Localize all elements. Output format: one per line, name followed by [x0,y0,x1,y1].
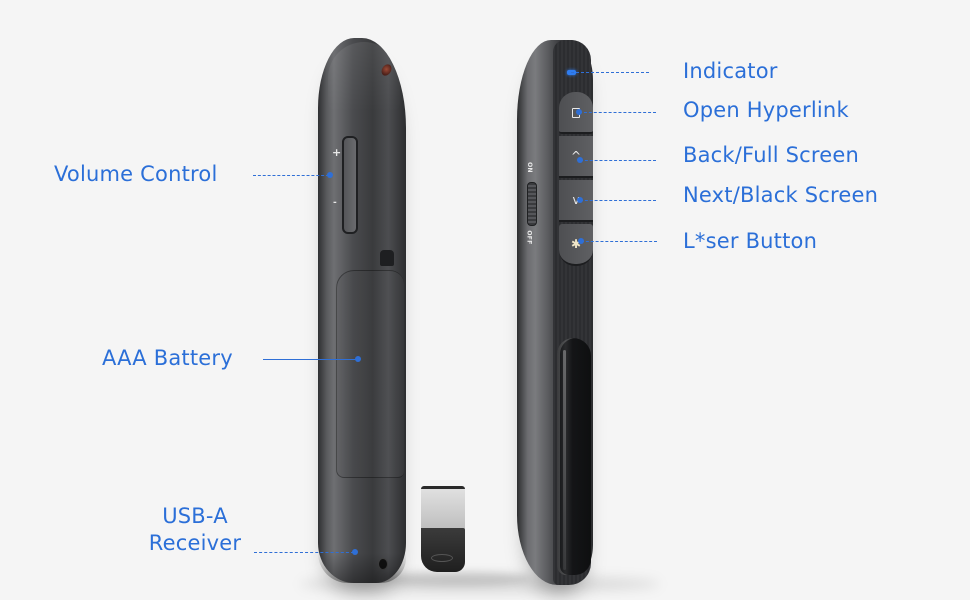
hyperlink-leader-line [579,112,656,113]
open-hyperlink-label: Open Hyperlink [683,98,849,122]
pocket-clip [557,338,591,575]
volume-rocker [342,136,358,234]
usb-lanyard-ring [431,554,453,562]
power-switch [527,182,537,226]
switch-on-label: ON [525,162,533,173]
presenter-side-view: + - [318,38,406,583]
chevron-up-icon: ^ [570,149,582,163]
volume-leader-dot [327,172,333,178]
back-full-screen-label: Back/Full Screen [683,143,860,167]
volume-control-label: Volume Control [54,162,218,186]
volume-leader-line [253,175,329,176]
presenter-front-view: ^ v ✱ ON OFF [517,40,593,585]
bottom-cap [318,553,406,583]
next-black-screen-label: Next/Black Screen [683,183,879,207]
top-cap-highlight [328,42,400,112]
indicator-leader-line [571,72,649,73]
back-button: ^ [559,136,593,178]
switch-off-label: OFF [525,230,533,245]
lanyard-hole [380,250,394,266]
usb-leader-dot [352,549,358,555]
laser-button: ✱ [559,224,593,266]
laser-icon: ✱ [570,237,582,251]
indicator-label: Indicator [683,59,778,83]
receiver-label: Receiver [148,531,242,555]
clip-highlight [563,350,566,570]
receiver-shadow [380,572,530,586]
usb-receiver [421,486,465,574]
battery-leader-line [263,359,357,360]
battery-leader-dot [355,356,361,362]
laser-button-label: L*ser Button [683,229,818,253]
back-leader-line [580,160,656,161]
usb-connector [421,486,465,531]
receiver-slot [378,558,388,570]
aaa-battery-label: AAA Battery [102,346,233,370]
usb-receiver-body [421,528,465,572]
next-leader-line [580,200,656,201]
usb-leader-line [254,552,354,553]
usb-a-label: USB-A [162,504,228,528]
volume-plus-icon: + [332,146,342,159]
laser-leader-line [581,241,657,242]
next-button: v [559,180,593,222]
battery-door [336,270,404,478]
volume-minus-icon: - [333,198,337,208]
chevron-down-icon: v [572,193,580,207]
